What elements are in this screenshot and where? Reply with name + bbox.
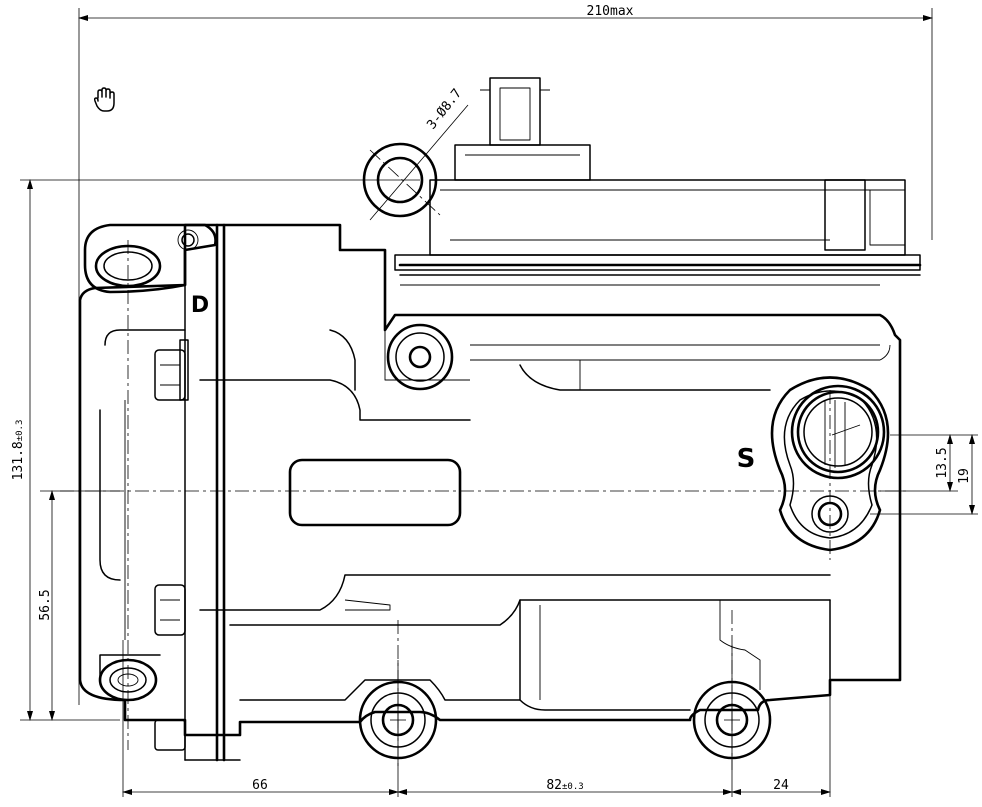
dim-port-offset-small-label: 13.5: [935, 447, 950, 478]
dim-overall-height: 131.8±0.3: [11, 179, 420, 721]
dim-port-offset-large-label: 19: [957, 468, 972, 484]
dim-mount-holes: 3-Ø8.7: [369, 86, 469, 221]
dim-right-offset-label: 24: [773, 778, 789, 793]
svg-text:131.8±0.3: 131.8±0.3: [11, 420, 26, 481]
dim-overall-height-label: 131.8: [11, 441, 26, 480]
dim-overall-height-tol: ±0.3: [15, 420, 25, 442]
bolt-upper-left: [154, 349, 186, 401]
dim-center-height-label: 56.5: [38, 589, 53, 620]
dim-port-offsets: 13.5 19: [870, 434, 978, 515]
suction-port: [770, 376, 890, 552]
mount-hole-bottom-right: [692, 680, 772, 760]
dim-hole-spacing-label: 82: [546, 778, 562, 793]
boss-upper-middle: [386, 323, 454, 391]
bolt-lower-left: [154, 584, 186, 636]
dim-mount-holes-label: 3-Ø8.7: [424, 86, 465, 132]
dim-overall-width-label: 210max: [587, 4, 634, 19]
svg-text:82±0.3: 82±0.3: [546, 778, 583, 793]
mount-hole-top: [362, 142, 438, 218]
center-window: [288, 458, 462, 527]
port-s-label: S: [737, 444, 756, 474]
dim-left-offset-label: 66: [252, 778, 268, 793]
dim-bottom-chain: 66 82±0.3 24: [122, 640, 831, 797]
dim-center-height: 56.5: [38, 490, 120, 721]
housing: [78, 77, 922, 762]
port-d-label: D: [191, 293, 209, 318]
dim-hole-spacing-tol: ±0.3: [562, 782, 584, 792]
hand-cursor-icon: [93, 87, 115, 112]
mount-hole-bottom-left: [358, 680, 438, 760]
centerlines: [60, 149, 910, 770]
